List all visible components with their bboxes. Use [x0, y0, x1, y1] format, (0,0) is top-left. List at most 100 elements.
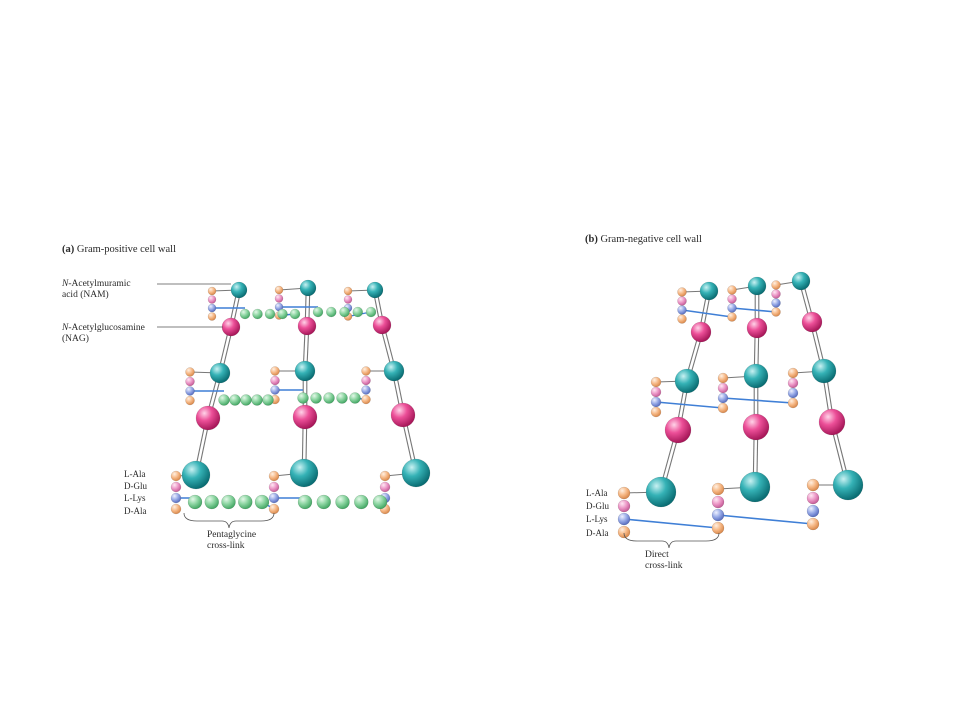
- b-peptide-1-0-l-ala: [650, 376, 662, 388]
- a-nam-1-2: [383, 360, 405, 382]
- a-peptide-0-1-l-ala: [274, 285, 284, 295]
- a-pentaglycine-0-1-glycine-1: [312, 306, 324, 318]
- direct-crosslink-brace: [623, 532, 720, 549]
- b-peptide-0-0-l-lys: [677, 305, 687, 315]
- b-peptide-1-0-d-ala: [650, 406, 662, 418]
- panel-a-letter: (a): [62, 244, 75, 255]
- a-pentaglycine-2-1-glycine-1: [297, 494, 313, 510]
- b-peptide-0-1-l-lys: [727, 303, 737, 313]
- a-nam-2-2: [401, 458, 431, 488]
- panel-b-letter: (b): [585, 234, 598, 245]
- panel-a-peptide-l-ala: L-Ala: [124, 469, 146, 479]
- a-peptide-1-0-l-ala: [185, 367, 195, 377]
- panel-b-title: (b) Gram-negative cell wall: [585, 234, 702, 245]
- panel-a-peptide-l-lys: L-Lys: [124, 493, 146, 503]
- b-peptide-2-1-l-lys: [711, 508, 725, 522]
- a-pentaglycine-1-0-glycine-4: [251, 394, 263, 406]
- direct-label-line1: Direct: [645, 550, 669, 560]
- nag-label-line2: (NAG): [62, 334, 89, 344]
- a-nag-1-2: [390, 402, 416, 428]
- a-nag-1-1: [292, 404, 318, 430]
- a-peptide-1-2-d-glu: [361, 375, 371, 386]
- b-peptide-1-1-d-ala: [717, 402, 729, 414]
- panel-a-title-text: Gram-positive cell wall: [76, 244, 177, 255]
- b-peptide-2-0-d-glu: [617, 499, 631, 513]
- nag-label-text: -Acetylglucosamine: [68, 323, 145, 333]
- a-peptide-2-1-l-ala: [268, 470, 280, 482]
- b-peptide-2-2-l-ala: [806, 478, 820, 492]
- a-pentaglycine-2-1-glycine-5: [372, 494, 388, 510]
- a-peptide-2-1-l-lys: [268, 492, 280, 504]
- a-peptide-2-0-d-ala: [170, 503, 182, 515]
- panel-b-peptide-d-ala: D-Ala: [586, 528, 609, 538]
- a-peptide-1-0-l-lys: [185, 386, 195, 396]
- b-nag-1-0: [664, 416, 692, 444]
- a-peptide-0-0-l-ala: [207, 286, 217, 296]
- panel-b-peptide-l-lys: L-Lys: [586, 514, 608, 524]
- a-peptide-2-0-l-ala: [170, 470, 182, 482]
- a-nam-0-1: [299, 279, 317, 297]
- a-peptide-2-2-l-ala: [379, 470, 391, 482]
- b-peptide-0-0-d-glu: [677, 296, 687, 306]
- a-pentaglycine-0-0-glycine-3: [264, 308, 276, 320]
- a-pentaglycine-1-1-glycine-1: [297, 392, 309, 404]
- a-peptide-1-2-l-ala: [361, 366, 371, 376]
- b-peptide-0-1-d-ala: [727, 312, 737, 322]
- a-peptide-2-1-d-glu: [268, 481, 280, 493]
- a-pentaglycine-2-1-glycine-2: [316, 494, 331, 510]
- b-peptide-1-1-d-glu: [717, 382, 729, 394]
- a-peptide-2-0-d-glu: [170, 481, 182, 493]
- nam-label-text: -Acetylmuramic: [68, 279, 131, 289]
- b-nam-1-1: [743, 363, 769, 389]
- b-peptide-0-0-d-ala: [677, 314, 687, 324]
- nam-label-line2: acid (NAM): [62, 290, 109, 300]
- b-nam-0-2: [791, 271, 811, 291]
- label-pointer-layer: [157, 283, 720, 549]
- a-peptide-0-0-l-lys: [207, 303, 217, 313]
- b-peptide-1-0-d-glu: [650, 386, 662, 398]
- a-pentaglycine-0-1-glycine-3: [339, 306, 350, 318]
- b-nag-0-0: [690, 321, 712, 343]
- b-nam-2-2: [832, 469, 864, 501]
- a-pentaglycine-2-0-glycine-4: [238, 494, 253, 510]
- pentaglycine-brace: [183, 512, 275, 529]
- pentaglycine-label-line1: Pentaglycine: [207, 530, 257, 540]
- b-direct-crosslink-2-0: [623, 518, 719, 529]
- b-nag-1-2: [818, 408, 846, 436]
- nag-label: N-Acetylglucosamine (NAG): [62, 323, 145, 345]
- pentaglycine-crosslink-label: Pentaglycine cross-link: [207, 530, 256, 552]
- panel-a-peptide-d-ala: D-Ala: [124, 506, 147, 516]
- a-nam-0-0: [230, 281, 248, 299]
- a-pentaglycine-0-0-glycine-2: [252, 308, 263, 320]
- nag-label-italic: N: [62, 323, 69, 333]
- a-nag-1-0: [195, 405, 221, 431]
- a-pentaglycine-2-1-glycine-4: [354, 494, 369, 510]
- b-peptide-2-2-l-lys: [806, 504, 820, 518]
- a-nam-2-0: [181, 460, 211, 490]
- a-pentaglycine-1-1-glycine-5: [349, 392, 361, 404]
- b-nam-2-0: [645, 476, 677, 508]
- b-peptide-0-2-l-lys: [771, 298, 781, 308]
- pentaglycine-label-line2: cross-link: [207, 541, 245, 551]
- a-pentaglycine-2-1-glycine-3: [335, 494, 350, 510]
- b-peptide-2-0-l-ala: [617, 486, 631, 500]
- nam-label: N-Acetylmuramic acid (NAM): [62, 279, 131, 301]
- a-nag-0-1: [297, 316, 317, 336]
- a-peptide-1-1-d-glu: [270, 375, 280, 386]
- direct-crosslink-label: Direct cross-link: [645, 550, 682, 572]
- panel-b-peptide-l-ala: L-Ala: [586, 488, 608, 498]
- b-peptide-0-1-l-ala: [727, 285, 737, 295]
- a-pentaglycine-0-0-glycine-1: [239, 308, 251, 320]
- a-pentaglycine-1-1-glycine-3: [323, 392, 335, 404]
- a-nam-0-2: [366, 281, 384, 299]
- a-peptide-0-2-d-glu: [343, 295, 353, 304]
- a-pentaglycine-0-1-glycine-5: [365, 306, 377, 318]
- panel-b-peptide-d-glu: D-Glu: [586, 501, 609, 511]
- b-peptide-1-2-d-glu: [787, 377, 799, 389]
- b-nag-0-2: [801, 311, 823, 333]
- b-nam-1-0: [674, 368, 700, 394]
- a-nam-2-1: [289, 458, 319, 488]
- a-peptide-1-0-d-glu: [185, 376, 195, 387]
- panel-a-title: (a) Gram-positive cell wall: [62, 244, 176, 255]
